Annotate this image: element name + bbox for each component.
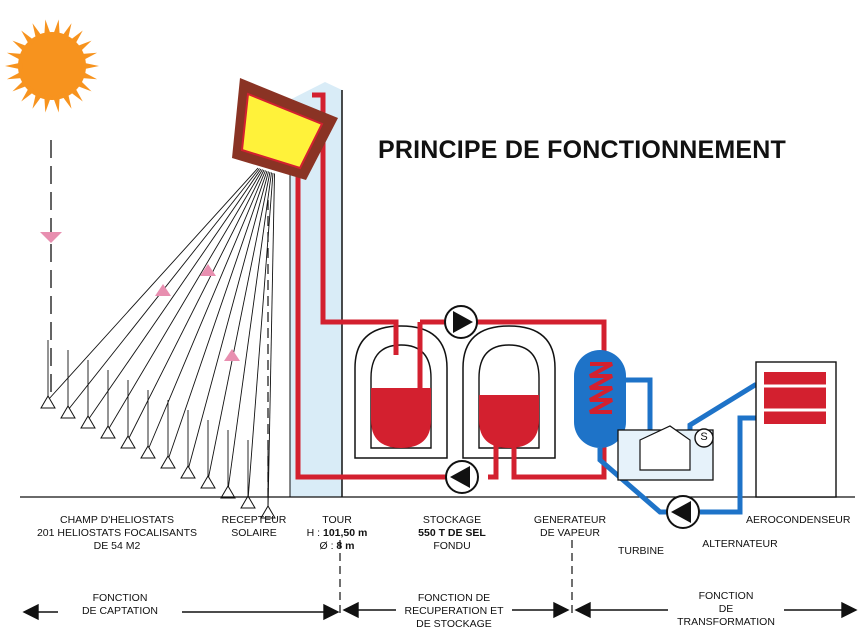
sun-ray	[12, 79, 29, 92]
receiver-label: RECEPTEUR SOLAIRE	[212, 514, 296, 540]
storage-tanks	[354, 325, 556, 459]
heliostat-icon	[180, 465, 196, 479]
sun-ray	[12, 40, 29, 53]
page-title: PRINCIPE DE FONCTIONNEMENT	[378, 136, 786, 164]
tower-height: H : 101,50 m	[298, 527, 376, 540]
heliostat-icon	[80, 415, 96, 429]
pump-icon	[444, 305, 478, 339]
sun-ray	[79, 52, 98, 62]
label-line: FONDU	[433, 540, 471, 552]
label-line: RECEPTEUR	[221, 514, 287, 526]
sun-ray	[75, 79, 92, 92]
label-line: 201 HELIOSTATS FOCALISANTS	[36, 527, 198, 539]
label-line: STOCKAGE	[422, 514, 482, 526]
heliostat-field-label: CHAMP D'HELIOSTATS 201 HELIOSTATS FOCALI…	[12, 514, 222, 553]
sun-ray	[21, 86, 36, 102]
air-condenser-label: AEROCONDENSEUR	[746, 514, 851, 526]
turbine-label: TURBINE	[617, 545, 665, 557]
heliostat-icon	[200, 475, 216, 489]
label-line: CHAMP D'HELIOSTATS	[59, 514, 175, 526]
label-line: FONCTION	[92, 592, 148, 604]
steam-generator-label: GENERATEUR DE VAPEUR	[522, 514, 618, 540]
heliostat-icon	[220, 485, 236, 499]
turbine-unit	[617, 425, 714, 481]
heliostat-icon	[160, 455, 176, 469]
label-value: 8 m	[336, 540, 355, 552]
sun-ray	[61, 91, 72, 109]
heliostat-rays	[40, 167, 276, 519]
sun-ray	[52, 94, 60, 113]
reflected-ray	[247, 172, 274, 501]
tower-label: TOUR H : 101,50 m Ø : 8 m	[298, 514, 376, 553]
function-transformation: FONCTION DE TRANSFORMATION	[668, 590, 784, 629]
steam-generator	[574, 350, 626, 448]
sun-ray	[6, 52, 25, 62]
tower-diameter: Ø : 8 m	[298, 540, 376, 553]
label-line: FONCTION DE	[417, 592, 491, 604]
reflected-ray	[107, 169, 263, 431]
alternator-symbol: S	[700, 431, 708, 443]
heliostat-icon	[60, 405, 76, 419]
label-value: 101,50 m	[322, 527, 368, 539]
heliostat-icon	[100, 425, 116, 439]
sun-ray	[21, 30, 36, 46]
pump-icon	[666, 495, 700, 529]
sun-ray	[32, 23, 43, 41]
label-line: H :	[306, 527, 321, 539]
reflected-ray	[207, 171, 271, 481]
sun-ray	[81, 62, 99, 70]
ray-direction-marker	[224, 349, 240, 361]
reflected-ray	[227, 172, 272, 491]
incoming-ray-marker	[40, 232, 62, 243]
reflected-ray	[87, 168, 262, 421]
function-recuperation: FONCTION DE RECUPERATION ET DE STOCKAGE	[396, 592, 512, 631]
sun-ray	[6, 70, 25, 80]
pump-icon	[445, 460, 479, 494]
heliostat-icon	[140, 445, 156, 459]
label-line: SOLAIRE	[231, 527, 277, 539]
sun-ray	[68, 86, 83, 102]
sun-icon	[5, 19, 99, 113]
label-line: DE STOCKAGE	[416, 618, 492, 630]
sun-ray	[44, 19, 52, 38]
reflected-ray	[267, 173, 275, 511]
solar-receiver	[232, 78, 338, 180]
storage-label: STOCKAGE 550 T DE SEL FONDU	[404, 514, 500, 553]
reflected-ray	[187, 171, 269, 471]
reflected-ray	[127, 169, 265, 441]
air-condenser	[755, 361, 837, 498]
label-line: DE CAPTATION	[81, 605, 159, 617]
heliostat-icon	[260, 505, 276, 519]
sun-ray	[75, 40, 92, 53]
label-line: RECUPERATION ET	[404, 605, 504, 617]
reflected-ray	[167, 170, 268, 461]
label-line: 550 T DE SEL	[418, 527, 486, 539]
reflected-ray	[47, 167, 259, 401]
sun-ray	[44, 94, 52, 113]
sun-ray	[79, 70, 98, 80]
reflected-ray	[147, 170, 266, 451]
label-line: DE VAPEUR	[540, 527, 600, 539]
sun-ray	[52, 19, 60, 38]
label-line: TOUR	[322, 514, 352, 526]
ray-direction-marker	[200, 264, 216, 276]
label-line: DE	[718, 603, 734, 615]
function-captation: FONCTION DE CAPTATION	[58, 592, 182, 618]
label-line: DE 54 M2	[93, 540, 141, 552]
alternator-label: ALTERNATEUR	[702, 538, 778, 550]
sun-ray	[5, 62, 23, 70]
label-line: Ø :	[319, 540, 334, 552]
heliostat-icon	[240, 495, 256, 509]
label-line: TRANSFORMATION	[677, 616, 775, 628]
sun-ray	[61, 23, 72, 41]
ray-direction-marker	[155, 284, 171, 296]
sun-ray	[68, 30, 83, 46]
heliostat-icon	[120, 435, 136, 449]
label-line: FONCTION	[698, 590, 754, 602]
sun-ray	[32, 91, 43, 109]
label-line: GENERATEUR	[533, 514, 607, 526]
heliostat-icon	[40, 395, 56, 409]
